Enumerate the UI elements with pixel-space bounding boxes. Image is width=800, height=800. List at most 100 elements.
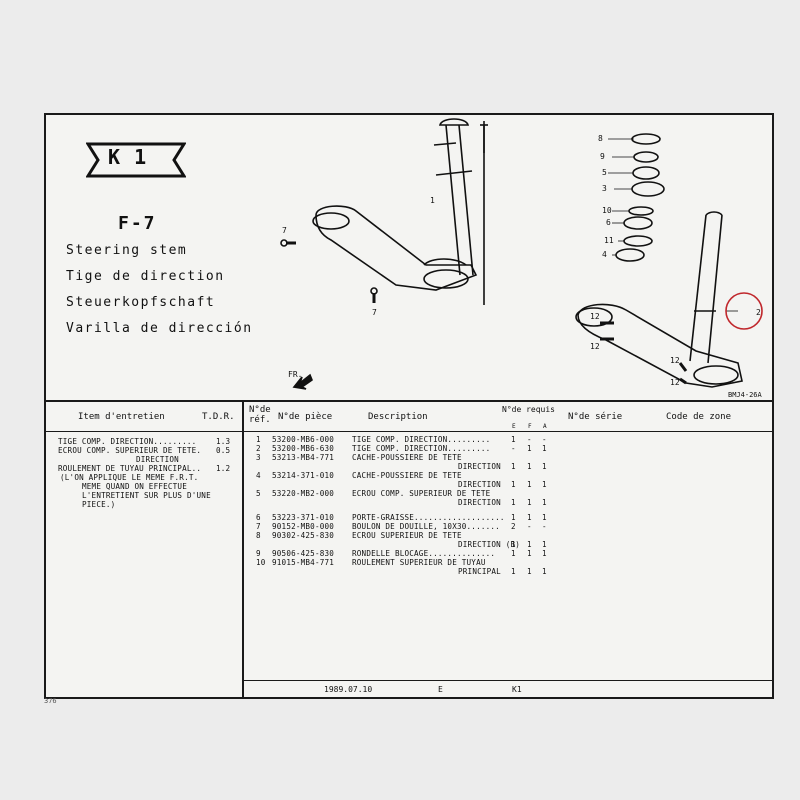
title-es: Varilla de dirección xyxy=(66,321,253,336)
footer-model: K1 xyxy=(512,685,522,694)
figure-number: F-7 xyxy=(118,213,157,234)
part-number: 53220-MB2-000 xyxy=(272,489,335,498)
maintenance-item: ECROU COMP. SUPERIEUR DE TETE. xyxy=(58,446,202,455)
header-serial: N°de série xyxy=(568,412,623,422)
callout-11: 11 xyxy=(604,236,614,245)
footer-date: 1989.07.10 xyxy=(324,685,373,694)
part-description: ECROU COMP. SUPERIEUR DE TETE xyxy=(352,489,491,498)
callout-6: 6 xyxy=(606,218,611,227)
drawing-code: BMJ4-26A xyxy=(728,391,763,399)
qty-e: 1 xyxy=(511,567,516,576)
header-required: N°de requis xyxy=(502,405,555,414)
qty-a: 1 xyxy=(542,462,547,471)
header-item: Item d'entretien xyxy=(78,412,165,422)
part-number: 91015-MB4-771 xyxy=(272,558,335,567)
qty-e: - xyxy=(511,444,516,453)
title-de: Steuerkopfschaft xyxy=(66,295,216,310)
part-number: 53213-MB4-771 xyxy=(272,453,335,462)
column-divider xyxy=(242,402,244,697)
maintenance-item: L'ENTRETIENT SUR PLUS D'UNE xyxy=(82,491,211,500)
qty-e: 1 xyxy=(511,549,516,558)
qty-a: 1 xyxy=(542,480,547,489)
qty-a: 1 xyxy=(542,513,547,522)
reference-box xyxy=(86,142,186,178)
part-description: TIGE COMP. DIRECTION......... xyxy=(352,435,491,444)
footer-lang: E xyxy=(438,685,443,694)
part-number: 53223-371-010 xyxy=(272,513,335,522)
maintenance-item: (L'ON APPLIQUE LE MEME F.R.T. xyxy=(60,473,199,482)
part-description: DIRECTION xyxy=(458,480,501,489)
maintenance-tdr: 1.2 xyxy=(216,464,231,473)
callout-2: 2 xyxy=(756,308,761,317)
callout-4: 4 xyxy=(602,250,607,259)
qty-e: 1 xyxy=(511,480,516,489)
header-tdr: T.D.R. xyxy=(202,412,235,422)
part-ref: 2 xyxy=(256,444,261,453)
part-description: CACHE-POUSSIERE DE TETE xyxy=(352,471,462,480)
maintenance-item: MEME QUAND ON EFFECTUE xyxy=(82,482,187,491)
qty-f: 1 xyxy=(527,444,532,453)
qty-f: - xyxy=(527,435,532,444)
exploded-diagram: 1 2 3 4 5 6 7 7 8 9 10 11 12 12 12 12 FR… xyxy=(280,118,763,399)
part-ref: 8 xyxy=(256,531,261,540)
header-description: Description xyxy=(368,412,428,422)
part-ref: 10 xyxy=(256,558,266,567)
qty-f: - xyxy=(527,522,532,531)
qty-f: 1 xyxy=(527,513,532,522)
maintenance-tdr: 0.5 xyxy=(216,446,231,455)
part-description: BOULON DE DOUILLE, 10X30....... xyxy=(352,522,500,531)
part-number: 53200-MB6-630 xyxy=(272,444,335,453)
part-ref: 3 xyxy=(256,453,261,462)
qty-f: 1 xyxy=(527,480,532,489)
part-description: TIGE COMP. DIRECTION......... xyxy=(352,444,491,453)
part-description: DIRECTION xyxy=(458,498,501,507)
part-number: 90302-425-830 xyxy=(272,531,335,540)
qty-f: 1 xyxy=(527,540,532,549)
callout-3: 3 xyxy=(602,184,607,193)
part-number: 90506-425-830 xyxy=(272,549,335,558)
section-divider xyxy=(46,400,772,402)
header-ref: N°de réf. xyxy=(249,405,271,425)
qty-a: 1 xyxy=(542,540,547,549)
maintenance-item: TIGE COMP. DIRECTION......... xyxy=(58,437,197,446)
part-description: ROULEMENT SUPERIEUR DE TUYAU xyxy=(352,558,486,567)
callout-1: 1 xyxy=(430,196,435,205)
callout-12b: 12 xyxy=(590,342,600,351)
part-ref: 1 xyxy=(256,435,261,444)
header-sub-f: F xyxy=(528,423,532,430)
maintenance-item: PIECE.) xyxy=(82,500,116,509)
qty-e: 1 xyxy=(511,498,516,507)
highlight-circle xyxy=(725,292,763,330)
part-description: CACHE-POUSSIERE DE TETE xyxy=(352,453,462,462)
part-description: PORTE-GRAISSE................... xyxy=(352,513,505,522)
part-ref: 4 xyxy=(256,471,261,480)
callout-7a: 7 xyxy=(282,226,287,235)
fr-label: FR. xyxy=(288,370,302,379)
qty-e: 1 xyxy=(511,462,516,471)
callout-12a: 12 xyxy=(590,312,600,321)
qty-a: 1 xyxy=(542,444,547,453)
part-ref: 5 xyxy=(256,489,261,498)
qty-f: 1 xyxy=(527,567,532,576)
callout-9: 9 xyxy=(600,152,605,161)
part-description: RONDELLE BLOCAGE.............. xyxy=(352,549,496,558)
header-sub-a: A xyxy=(543,423,547,430)
callout-10: 10 xyxy=(602,206,612,215)
header-sub-e: E xyxy=(512,423,516,430)
part-description: ECROU SUPERIEUR DE TETE xyxy=(352,531,462,540)
part-description: DIRECTION (B) xyxy=(458,540,521,549)
header-part: N°de pièce xyxy=(278,412,333,422)
catalog-sheet: K 1 F-7 Steering stem Tige de direction … xyxy=(44,113,774,699)
qty-f: 1 xyxy=(527,462,532,471)
maintenance-tdr: 1.3 xyxy=(216,437,231,446)
part-ref: 6 xyxy=(256,513,261,522)
qty-e: 2 xyxy=(511,522,516,531)
callout-12d: 12 xyxy=(670,378,680,387)
title-en: Steering stem xyxy=(66,243,188,258)
qty-e: 1 xyxy=(511,435,516,444)
footer-rule xyxy=(242,680,772,681)
qty-f: 1 xyxy=(527,498,532,507)
reference-label: K 1 xyxy=(108,145,148,169)
callout-5: 5 xyxy=(602,168,607,177)
part-number: 53214-371-010 xyxy=(272,471,335,480)
